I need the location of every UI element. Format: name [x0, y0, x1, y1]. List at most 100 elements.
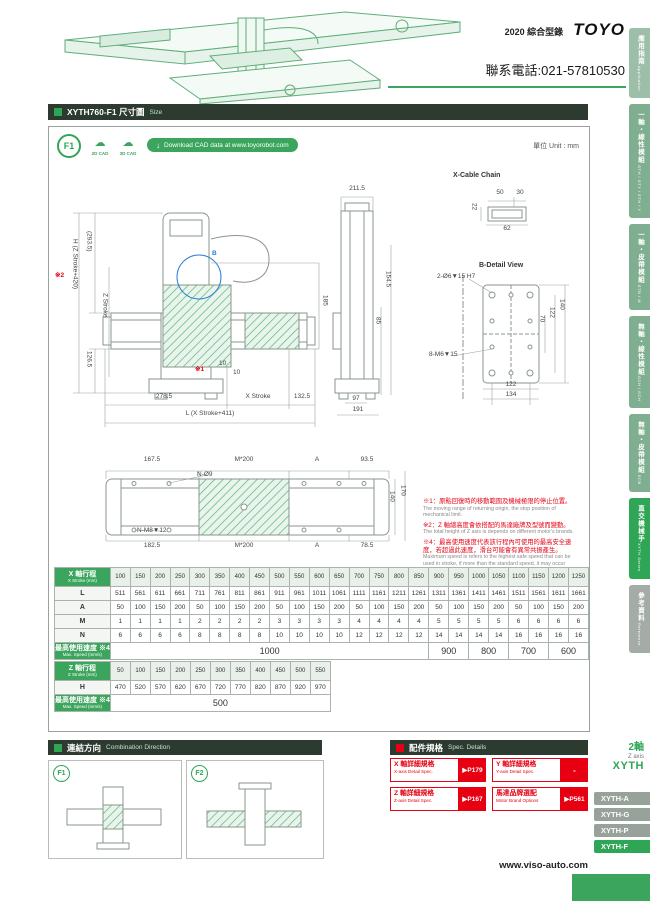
stroke-col-header: 1150	[528, 567, 549, 587]
download-cad-button[interactable]: Download CAD data at www.toyorobot.com	[147, 138, 298, 152]
table-cell: 2	[249, 614, 270, 629]
combination-f2-drawing	[206, 782, 302, 846]
cad-3d-download[interactable]: 3D CAD	[115, 133, 141, 156]
dim-tv-m200-bottom: M*200	[234, 542, 254, 549]
dim-note2-ref: ※2	[55, 272, 65, 279]
dim-97: 97	[352, 395, 360, 402]
dim-191: 191	[352, 406, 364, 413]
table-cell: 2	[189, 614, 211, 629]
footnote-zh: ※1：原點回復時的移動範圍及機械極限的停止位置。	[423, 498, 572, 505]
sidebar-tab-label: 無軸・皮帶模組	[636, 421, 644, 474]
stroke-col-header: 350	[209, 567, 231, 587]
series-tab-xyth-g[interactable]: XYTH-G	[594, 808, 650, 821]
brand-line: 2020 綜合型錄 TOYO	[420, 20, 625, 40]
combination-f2-box: F2	[186, 760, 324, 859]
stroke-col-header: 400	[249, 661, 271, 681]
combination-title-en: Combination Direction	[106, 744, 170, 751]
table-cell: 8	[189, 628, 211, 643]
table-cell: 12	[348, 628, 370, 643]
table-cell: 920	[289, 680, 311, 695]
spec-page-ref[interactable]: ▶P561	[561, 787, 588, 811]
table-cell: 10	[268, 628, 290, 643]
spec-details-header: 配件規格 Spec. Details	[390, 740, 588, 755]
table-cell: 14	[448, 628, 470, 643]
section-accent-square	[54, 108, 62, 116]
combination-f1-box: F1	[48, 760, 182, 859]
stroke-col-header: 200	[149, 567, 171, 587]
cad-2d-download[interactable]: 2D CAD	[87, 133, 113, 156]
table-cell: 200	[249, 600, 270, 615]
stroke-col-header: 300	[189, 567, 211, 587]
max-speed-value: 900	[428, 642, 470, 660]
cad-3d-label: 3D CAD	[119, 151, 137, 156]
dim-note1-ref: ※1	[195, 366, 205, 373]
toyo-logo: TOYO	[573, 20, 625, 39]
table-cell: 150	[149, 600, 171, 615]
dim-b-marker: B	[212, 250, 217, 257]
spec-page-ref[interactable]: ▶P167	[459, 787, 486, 811]
table-cell: 1311	[428, 586, 450, 601]
row-label-A: A	[54, 600, 111, 615]
table-cell: 3	[308, 614, 330, 629]
max-speed-value: 600	[547, 642, 590, 660]
sidebar-tab-label: 參考資料	[636, 591, 644, 622]
table-cell: 561	[129, 586, 151, 601]
combination-header: 連結方向 Combination Direction	[48, 740, 322, 755]
catalog-title: 2020 綜合型錄	[504, 27, 564, 37]
table-cell: 720	[209, 680, 231, 695]
table-cell: 3	[268, 614, 290, 629]
table-cell: 50	[109, 600, 131, 615]
series-tab-xyth-p[interactable]: XYTH-P	[594, 824, 650, 837]
table-cell: 8	[229, 628, 251, 643]
row-label-H: H	[54, 680, 111, 695]
dim-bd-122v: 122	[548, 307, 556, 318]
table-cell: 50	[268, 600, 290, 615]
dim-tv-n-m8: N-M8▼12	[137, 527, 167, 534]
combination-title: 連結方向	[67, 742, 102, 753]
table-cell: 1011	[308, 586, 330, 601]
hero-technical-drawing	[64, 11, 461, 104]
table-cell: 2	[209, 614, 231, 629]
footer-url[interactable]: www.viso-auto.com	[499, 860, 588, 871]
table-cell: 6	[149, 628, 171, 643]
spec-title-en: Spec. Details	[448, 744, 487, 751]
series-axis: 2軸	[628, 742, 644, 753]
stroke-col-header: 1250	[567, 567, 590, 587]
table-cell: 970	[309, 680, 331, 695]
footnote-zh: ※4：最高使用速度代表該行程內可使用的最高安全速度，若超過此速度，滑台可能會有異…	[423, 538, 572, 554]
series-tab-xyth-a[interactable]: XYTH-A	[594, 792, 650, 805]
table-cell: 16	[567, 628, 590, 643]
dim-132-5: 132.5	[293, 393, 311, 400]
series-tab-xyth-f[interactable]: XYTH-F	[594, 840, 650, 853]
cloud-download-icon	[123, 133, 134, 150]
table-cell: 10	[308, 628, 330, 643]
max-speed-value: 500	[109, 694, 331, 712]
stroke-col-header: 100	[109, 567, 131, 587]
stroke-col-header: 850	[408, 567, 430, 587]
table-cell: 1111	[348, 586, 370, 601]
table-cell: 150	[547, 600, 569, 615]
table-cell: 620	[169, 680, 191, 695]
table-cell: 2	[229, 614, 251, 629]
dim-tv-m200-top: M*200	[234, 456, 254, 463]
spec-page-ref[interactable]: ▶P179	[459, 758, 486, 782]
dim-total-height: H (Z Stroke+420)	[71, 239, 79, 290]
dim-10-b: 10	[233, 369, 241, 376]
stroke-col-header: 700	[348, 567, 370, 587]
dim-tv-170: 170	[399, 485, 407, 496]
stroke-col-header: 450	[269, 661, 291, 681]
